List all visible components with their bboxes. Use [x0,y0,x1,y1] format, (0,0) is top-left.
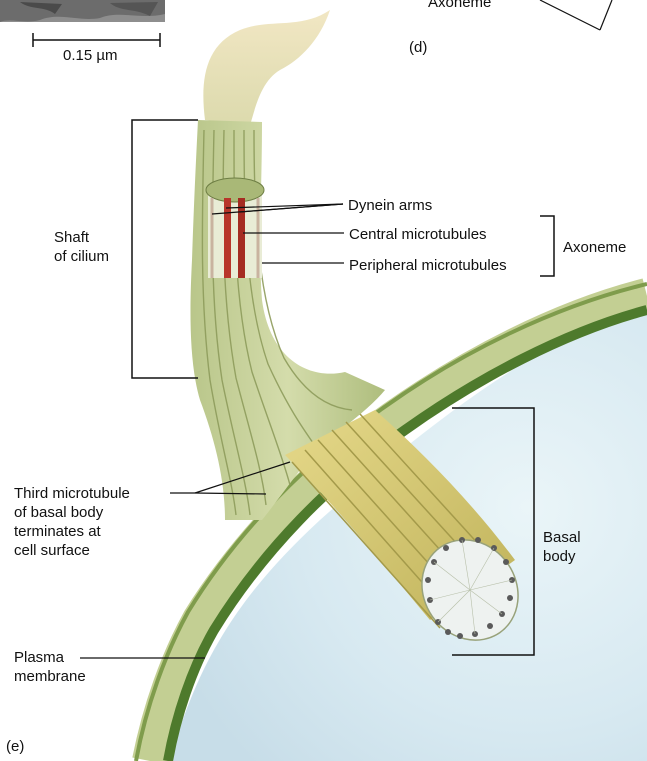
third-label-line2: of basal body [14,503,130,522]
peripheral-microtubules-label: Peripheral microtubules [349,256,507,275]
basal-label-line1: Basal [543,528,581,547]
shaft-label-line2: of cilium [54,247,109,266]
shaft-bracket [132,120,198,378]
dynein-arms-label: Dynein arms [348,196,432,215]
axoneme-bracket [540,216,554,276]
panel-e-tag: (e) [6,737,24,756]
plasma-membrane-label: Plasma membrane [14,648,86,686]
shaft-label-line1: Shaft [54,228,109,247]
basal-body-label: Basal body [543,528,581,566]
axoneme-label: Axoneme [563,238,626,257]
scale-bar-label: 0.15 µm [63,46,118,65]
plasma-label-line2: membrane [14,667,86,686]
third-microtubule-label: Third microtubule of basal body terminat… [14,484,130,560]
shaft-of-cilium-label: Shaft of cilium [54,228,109,266]
panel-d-fragment [540,0,612,30]
panel-d-tag: (d) [409,38,427,57]
panel-d-axoneme-label: Axoneme [428,0,491,12]
third-label-line3: terminates at [14,522,130,541]
central-microtubules-label: Central microtubules [349,225,487,244]
cross-section-cutaway [206,178,264,278]
cilium-tip [203,10,330,125]
third-label-line1: Third microtubule [14,484,130,503]
scale-bar [33,33,160,47]
basal-label-line2: body [543,547,581,566]
micrograph-fragment [0,0,165,22]
plasma-label-line1: Plasma [14,648,86,667]
third-label-line4: cell surface [14,541,130,560]
